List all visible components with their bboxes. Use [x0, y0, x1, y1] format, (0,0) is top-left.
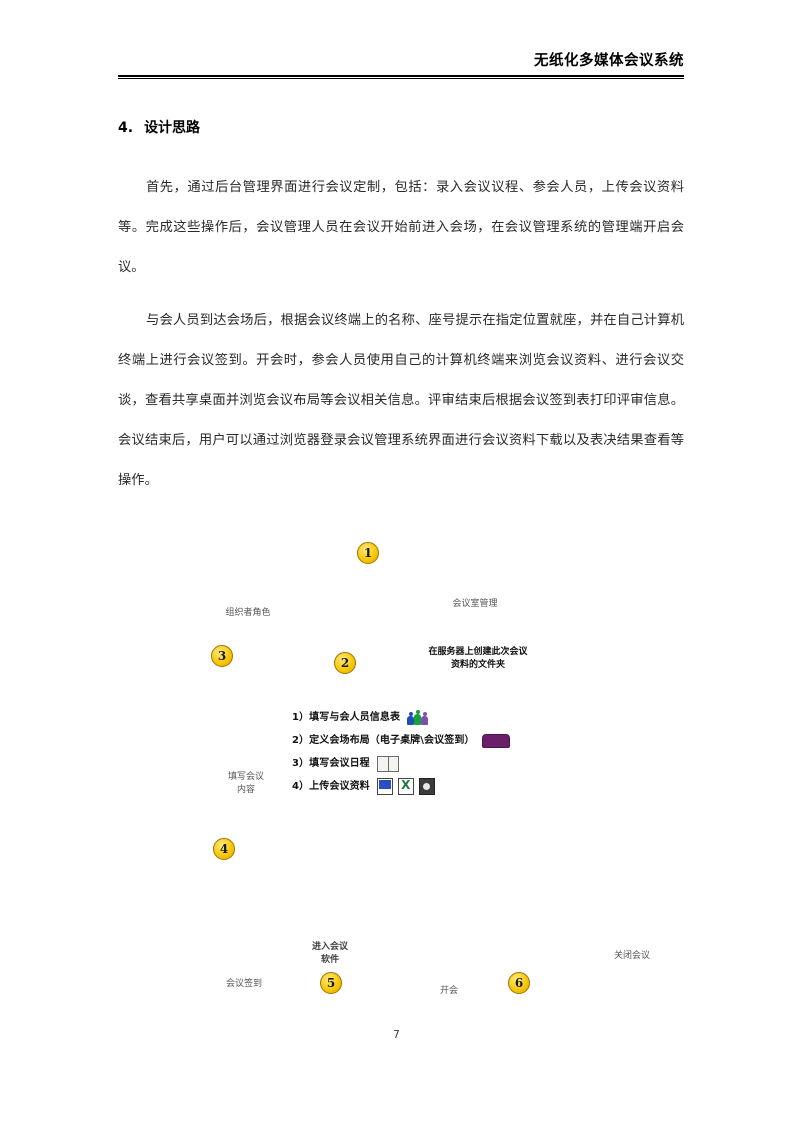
page-number: 7 — [393, 1029, 400, 1041]
close-meeting-label: 关闭会议 — [613, 951, 650, 961]
enter-software-line2: 软件 — [320, 955, 339, 965]
step-badge-4: 4 — [213, 838, 235, 860]
sign-in-label: 会议签到 — [225, 979, 262, 989]
page-header: 无纸化多媒体会议系统 — [118, 52, 684, 80]
callout-text: 在服务器上创建此次会议资料的文件夹 — [428, 647, 528, 670]
step-badge-1: 1 — [357, 542, 379, 564]
section-title: 设计思路 — [144, 120, 201, 136]
section-number: 4. — [118, 120, 134, 136]
nameplate-icon — [481, 733, 510, 748]
paragraph-2: 与会人员到达会场后，根据会议终端上的名称、座号提示在指定位置就座，并在自己计算机… — [118, 313, 684, 488]
task-item-3-num: 3） — [292, 758, 310, 769]
body-text: 首先，通过后台管理界面进行会议定制，包括：录入会议议程、参会人员，上传会议资料等… — [118, 168, 684, 501]
fill-content-label-line2: 内容 — [236, 785, 255, 795]
step-badge-3: 3 — [211, 645, 233, 667]
enter-software-label: 进入会议 软件 — [296, 941, 364, 967]
task-list-item: 4） 上传会议资料 — [292, 775, 510, 798]
step-badge-2: 2 — [334, 652, 356, 674]
task-list-item: 2） 定义会场布局（电子桌牌\会议签到） — [292, 729, 510, 752]
excel-icon — [397, 778, 414, 795]
task-list-item: 1） 填写与会人员信息表 — [292, 706, 510, 729]
organizer-label: 组织者角色 — [225, 608, 271, 618]
meeting-room-admin-label: 会议室管理 — [452, 599, 498, 609]
task-item-3-text: 填写会议日程 — [309, 758, 370, 769]
calendar-icon — [376, 755, 399, 772]
powerpoint-icon — [418, 778, 435, 795]
header-divider — [118, 74, 684, 80]
word-icon — [376, 778, 393, 795]
fill-content-label-line1: 填写会议 — [227, 772, 264, 782]
section-heading: 4. 设计思路 — [118, 117, 200, 137]
task-item-2-text: 定义会场布局（电子桌牌\会议签到） — [309, 735, 475, 746]
task-item-1-text: 填写与会人员信息表 — [309, 712, 401, 723]
task-list-item: 3） 填写会议日程 — [292, 752, 510, 775]
task-list: 1） 填写与会人员信息表 2） 定义会场布局（电子桌牌\会议签到） 3） 填写会… — [292, 706, 510, 798]
step-badge-5: 5 — [320, 972, 342, 994]
people-icon — [407, 710, 429, 725]
header-title: 无纸化多媒体会议系统 — [534, 53, 684, 69]
task-item-4-num: 4） — [292, 781, 310, 792]
step-badge-6: 6 — [508, 972, 530, 994]
enter-software-line1: 进入会议 — [311, 942, 348, 952]
task-item-1-num: 1） — [292, 712, 310, 723]
task-item-4-text: 上传会议资料 — [309, 781, 370, 792]
paragraph-1: 首先，通过后台管理界面进行会议定制，包括：录入会议议程、参会人员，上传会议资料等… — [118, 180, 684, 275]
task-item-2-num: 2） — [292, 735, 310, 746]
in-meeting-label: 开会 — [439, 986, 458, 996]
